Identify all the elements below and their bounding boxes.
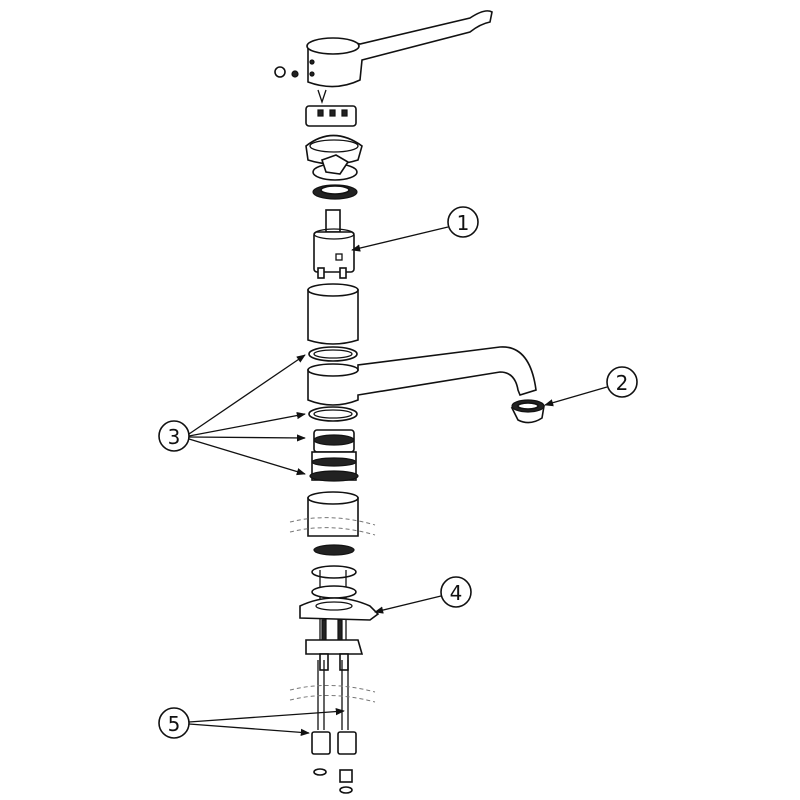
aerator (510, 399, 545, 424)
callout-4: 4 (440, 576, 472, 608)
o-ring-lower (308, 406, 358, 422)
callout-label: 3 (168, 425, 181, 449)
leader-lines (188, 226, 608, 737)
supply-hoses (289, 660, 376, 794)
cover-cap (305, 134, 363, 165)
callout-label: 1 (457, 211, 470, 235)
sleeve (307, 283, 359, 345)
mounting-kit (299, 544, 380, 671)
o-ring-upper (308, 346, 358, 362)
cartridge-adapter (305, 89, 357, 127)
callout-label: 4 (450, 581, 463, 605)
body-insert (309, 429, 359, 482)
callout-5: 5 (158, 707, 190, 739)
callout-1: 1 (447, 206, 479, 238)
cartridge (313, 209, 355, 279)
cartridge-nut (312, 154, 358, 200)
callout-label: 2 (616, 371, 629, 395)
callout-label: 5 (168, 712, 181, 736)
handle-lever (274, 10, 493, 88)
body-tube (289, 491, 376, 537)
spout (307, 346, 537, 406)
callout-3: 3 (158, 420, 190, 452)
callout-2: 2 (606, 366, 638, 398)
